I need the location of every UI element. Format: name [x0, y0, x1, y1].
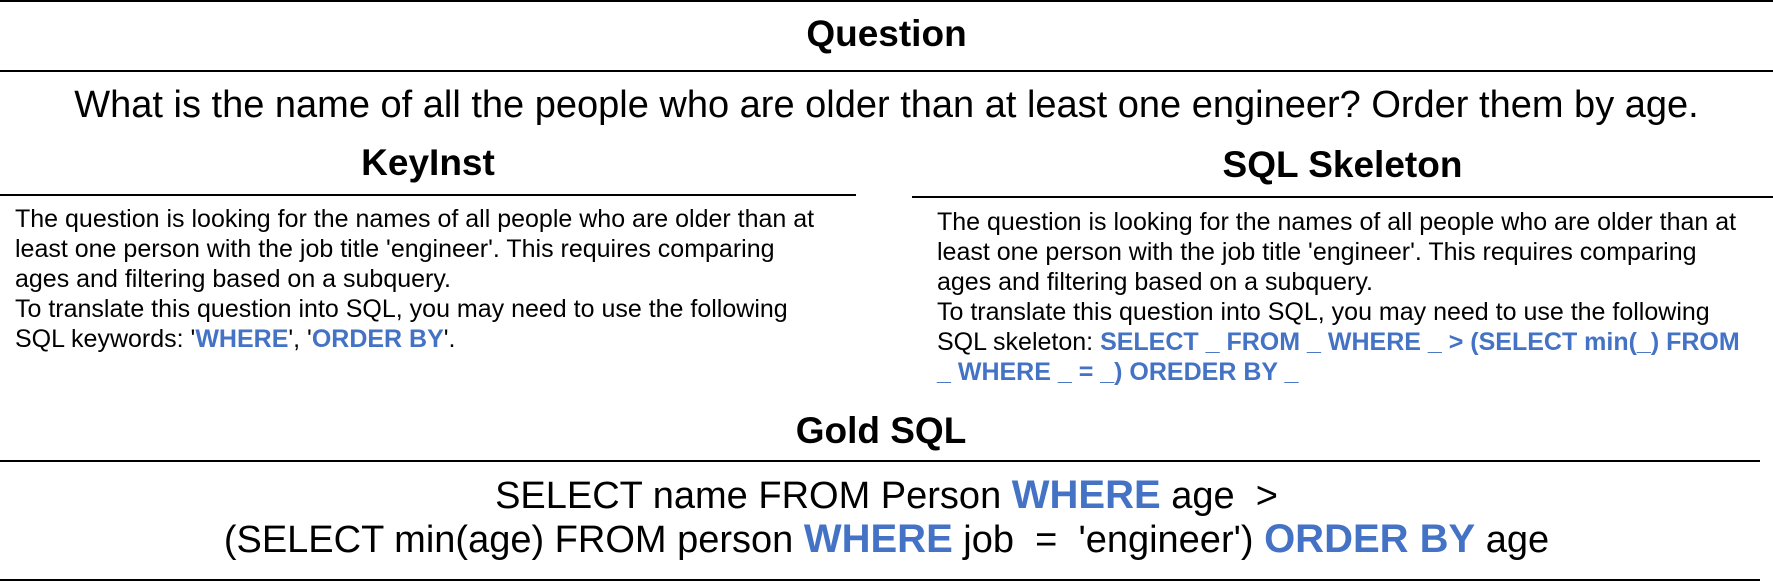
bottom-rule: [0, 579, 1760, 581]
keyinst-text: The question is looking for the names of…: [15, 204, 825, 354]
gold-sql-where-2: WHERE: [803, 517, 953, 561]
gold-sql-line-2: (SELECT min(age) FROM person WHERE job =…: [0, 517, 1773, 562]
keyword-where: WHERE: [195, 325, 289, 353]
gold-sql-line-2-part-1: (SELECT min(age) FROM person: [223, 519, 804, 561]
keyinst-instruction: To translate this question into SQL, you…: [15, 294, 825, 354]
question-heading: Question: [806, 13, 967, 54]
gold-sql-line-1-part-1: SELECT name FROM Person: [495, 475, 1012, 517]
keyinst-explanation: The question is looking for the names of…: [15, 205, 815, 293]
top-rule: [0, 0, 1773, 2]
keyinst-heading: KeyInst: [361, 142, 495, 183]
skeleton-text: The question is looking for the names of…: [937, 207, 1752, 387]
skeleton-instruction-prefix: To translate this question into SQL, you…: [937, 298, 1710, 356]
skeleton-rule: [912, 196, 1773, 198]
gold-sql-order-by: ORDER BY: [1264, 517, 1476, 561]
gold-sql-line-1: SELECT name FROM Person WHERE age >: [0, 473, 1773, 518]
question-text: What is the name of all the people who a…: [74, 84, 1699, 126]
keyinst-separator: ', ': [288, 325, 312, 353]
skeleton-explanation: The question is looking for the names of…: [937, 208, 1737, 296]
gold-sql-where-1: WHERE: [1011, 473, 1161, 517]
gold-sql-line-1-part-2: age >: [1160, 475, 1278, 517]
keyinst-rule: [0, 194, 856, 196]
skeleton-instruction: To translate this question into SQL, you…: [937, 297, 1752, 387]
question-rule: [0, 70, 1773, 72]
keyword-order-by: ORDER BY: [311, 325, 444, 353]
skeleton-heading: SQL Skeleton: [1222, 144, 1463, 185]
gold-sql-rule: [0, 460, 1760, 462]
keyinst-instruction-prefix: To translate this question into SQL, you…: [15, 295, 788, 353]
keyinst-suffix: '.: [443, 325, 456, 353]
skeleton-sql: SELECT _ FROM _ WHERE _ > (SELECT min(_)…: [937, 328, 1740, 386]
gold-sql-line-2-part-2: job = 'engineer'): [952, 519, 1265, 561]
gold-sql-heading: Gold SQL: [795, 410, 967, 451]
gold-sql-line-2-part-3: age: [1475, 519, 1550, 561]
